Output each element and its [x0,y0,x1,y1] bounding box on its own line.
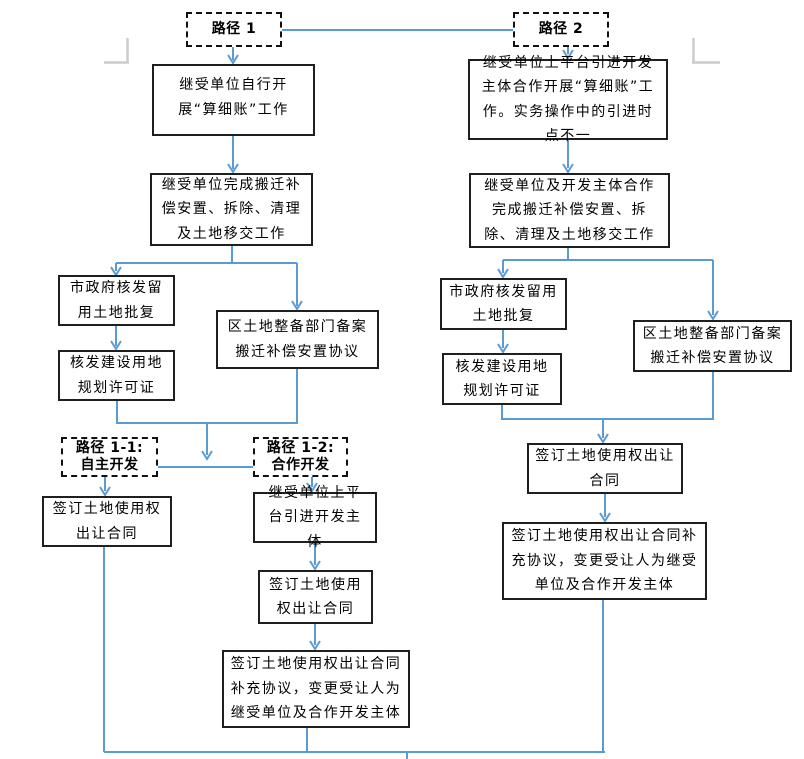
node-path1-1-label: 路径 1-1: 自主开发 [61,437,158,477]
node-p1-relocation-handover: 继受单位完成搬迁补偿安置、拆除、清理及土地移交工作 [150,173,313,246]
node-p2-relocation-handover: 继受单位及开发主体合作完成搬迁补偿安置、拆除、清理及土地移交工作 [469,173,670,248]
node-p2-district-record: 区土地整备部门备案搬迁补偿安置协议 [633,320,792,372]
node-path2-label: 路径 2 [513,12,609,47]
node-p2-supplement-agreement: 签订土地使用权出让合同补充协议，变更受让人为继受单位及合作开发主体 [502,522,707,600]
node-p2-joint-audit: 继受单位上平台引进开发主体合作开展“算细账”工作。实务操作中的引进时点不一 [468,55,668,144]
node-p11-land-contract: 签订土地使用权出让合同 [42,496,172,547]
node-path1-2-label: 路径 1-2: 合作开发 [253,437,348,477]
node-path1-label: 路径 1 [186,12,282,47]
node-p2-planning-permit: 核发建设用地规划许可证 [442,353,562,405]
corner-mark-left-icon [104,38,129,64]
node-p2-gov-land-approval: 市政府核发留用土地批复 [440,278,567,330]
node-p12-supplement-agreement: 签订土地使用权出让合同补充协议，变更受让人为继受单位及合作开发主体 [222,650,410,728]
corner-mark-right-icon [692,38,720,64]
flow-lines [103,29,714,759]
node-p1-planning-permit: 核发建设用地规划许可证 [58,350,175,401]
arrow-down-icons [99,49,719,651]
node-p12-platform-intro: 继受单位上平台引进开发主体 [253,485,377,550]
node-p1-gov-land-approval: 市政府核发留用土地批复 [58,275,175,326]
node-p2-land-contract: 签订土地使用权出让合同 [527,443,683,494]
node-p1-self-audit: 继受单位自行开展“算细账”工作 [152,64,315,136]
node-p1-district-record: 区土地整备部门备案搬迁补偿安置协议 [216,310,379,369]
node-p12-land-contract: 签订土地使用权出让合同 [258,570,373,624]
